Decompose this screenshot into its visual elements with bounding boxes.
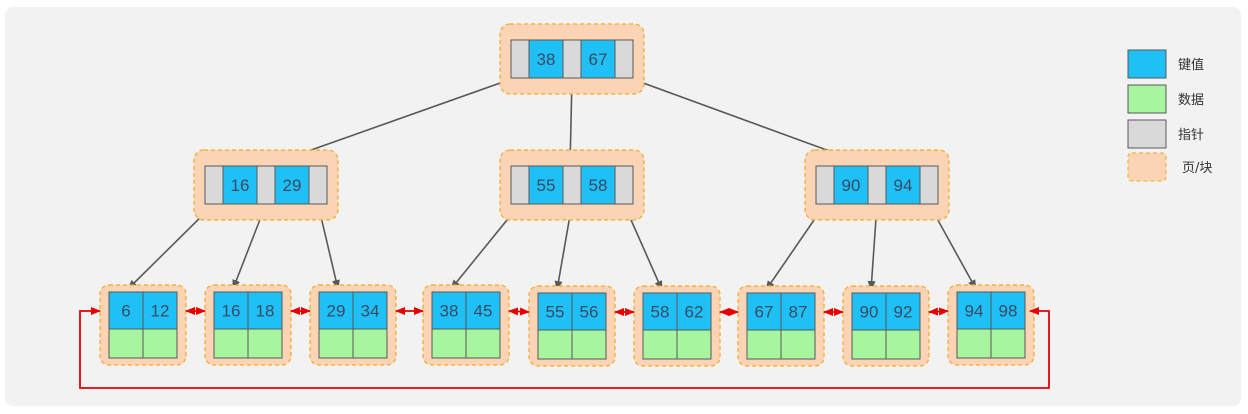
leaf-0-data-cell-1 — [142, 328, 178, 359]
internal-2-pointer-1 — [867, 165, 887, 205]
legend-label-key: 键值 — [1178, 57, 1204, 73]
leaf-3-key-label-1: 45 — [474, 302, 493, 321]
legend-swatch-page — [1127, 152, 1167, 182]
leaf-6-data-cell-1 — [780, 329, 816, 360]
internal-0-key-label-1: 29 — [283, 176, 302, 195]
leaf-5-data-cell-1 — [676, 329, 712, 360]
leaf-1-key-label-1: 18 — [256, 302, 275, 321]
internal-0-key-label-0: 16 — [231, 176, 250, 195]
leaf-2-data-cell-1 — [352, 328, 388, 359]
internal-1-pointer-0 — [510, 165, 530, 205]
internal-0-key-cell-1 — [274, 165, 310, 205]
internal-1-pointer-2 — [614, 165, 634, 205]
legend-swatch-pointer — [1127, 119, 1167, 149]
leaf-6-key-label-1: 87 — [789, 303, 808, 322]
internal-1-key-label-1: 58 — [589, 176, 608, 195]
leaf-4-key-label-1: 56 — [580, 303, 599, 322]
leaf-2-key-label-1: 34 — [361, 302, 380, 321]
legend-swatch-data — [1127, 84, 1167, 114]
leaf-7-data-cell-1 — [885, 329, 921, 360]
leaf-3-data-cell-1 — [465, 328, 501, 359]
leaf-5-key-label-1: 62 — [685, 303, 704, 322]
leaf-0-data-cell-0 — [108, 328, 144, 359]
leaf-link-layer — [79, 307, 1050, 389]
internal-2-key-label-0: 90 — [842, 176, 861, 195]
leaf-6-data-cell-0 — [746, 329, 782, 360]
leaf-wrap-link — [79, 307, 1050, 389]
legend-label-data: 数据 — [1178, 93, 1204, 108]
node-layer: 38 67 16 29 55 58 90 94 6 12 16 18 29 34 38 45 55 56 58 62 6… — [99, 23, 1035, 367]
leaf-7-key-label-0: 90 — [860, 303, 879, 322]
leaf-2-data-cell-0 — [318, 328, 354, 359]
leaf-4-data-cell-1 — [571, 329, 607, 360]
internal-1-key-cell-0 — [528, 165, 564, 205]
leaf-1-data-cell-0 — [213, 328, 249, 359]
leaf-7-key-label-1: 92 — [894, 303, 913, 322]
internal-2-key-cell-1 — [885, 165, 921, 205]
leaf-7-data-cell-0 — [851, 329, 887, 360]
leaf-5-key-label-0: 58 — [651, 303, 670, 322]
internal-0-pointer-1 — [256, 165, 276, 205]
root-pointer-1 — [562, 39, 582, 79]
internal-1-pointer-1 — [562, 165, 582, 205]
leaf-8-data-cell-1 — [990, 328, 1026, 359]
internal-2-pointer-0 — [815, 165, 835, 205]
root-key-label-0: 38 — [537, 50, 556, 69]
leaf-1-key-label-0: 16 — [222, 302, 241, 321]
legend-label-pointer: 指针 — [1178, 128, 1204, 143]
leaf-link-7 — [928, 307, 949, 316]
leaf-3-key-label-0: 38 — [440, 302, 459, 321]
root-key-label-1: 67 — [589, 50, 608, 69]
internal-0-key-cell-0 — [222, 165, 258, 205]
legend-swatch-key — [1127, 49, 1167, 79]
internal-2-key-cell-0 — [833, 165, 869, 205]
leaf-0-key-label-1: 12 — [151, 302, 170, 321]
internal-2-key-label-1: 94 — [894, 176, 913, 195]
internal-0-pointer-0 — [204, 165, 224, 205]
leaf-3-data-cell-0 — [431, 328, 467, 359]
root-key-cell-1 — [580, 39, 616, 79]
leaf-5-data-cell-0 — [642, 329, 678, 360]
leaf-link-3 — [508, 307, 530, 316]
leaf-2-key-label-0: 29 — [327, 302, 346, 321]
legend-label-page: 页/块 — [1182, 161, 1212, 176]
leaf-8-key-label-1: 98 — [999, 302, 1018, 321]
leaf-0-key-label-0: 6 — [121, 302, 130, 321]
internal-2-pointer-2 — [919, 165, 939, 205]
root-pointer-0 — [510, 39, 530, 79]
leaf-8-data-cell-0 — [956, 328, 992, 359]
leaf-8-key-label-0: 94 — [965, 302, 984, 321]
root-pointer-2 — [614, 39, 634, 79]
leaf-6-key-label-0: 67 — [755, 303, 774, 322]
leaf-1-data-cell-1 — [247, 328, 283, 359]
internal-1-key-cell-1 — [580, 165, 616, 205]
root-key-cell-0 — [528, 39, 564, 79]
leaf-4-key-label-0: 55 — [546, 303, 565, 322]
internal-1-key-label-0: 55 — [537, 176, 556, 195]
internal-0-pointer-2 — [308, 165, 328, 205]
leaf-4-data-cell-0 — [537, 329, 573, 360]
